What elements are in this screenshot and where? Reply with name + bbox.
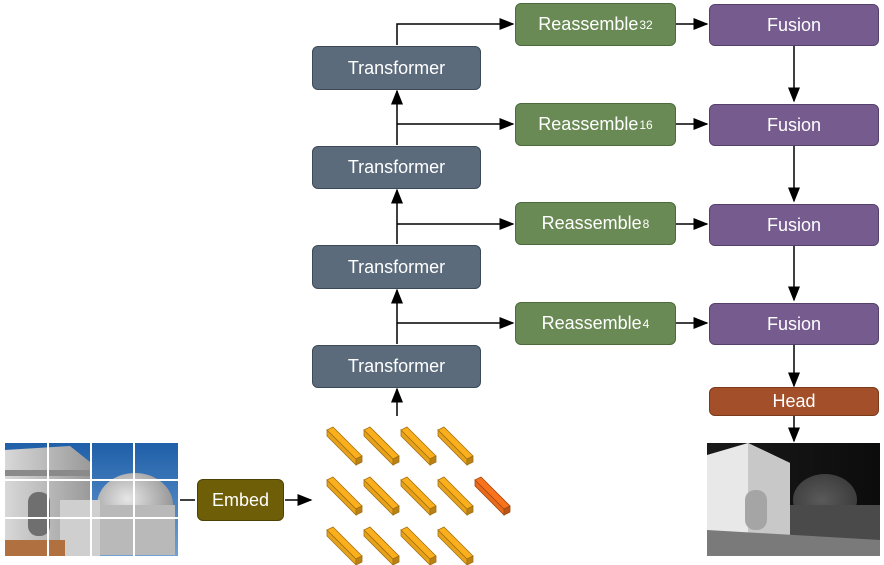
token-patch	[326, 476, 363, 516]
token-patch	[326, 526, 363, 565]
reassemble-subscript: 32	[639, 17, 653, 32]
transformer-block-4: Transformer	[312, 46, 481, 90]
head-label: Head	[772, 391, 816, 411]
fusion-block-2: Fusion	[709, 104, 879, 146]
reassemble-subscript: 8	[642, 216, 650, 231]
reassemble-label: Reassemble	[541, 213, 642, 233]
fusion-label: Fusion	[766, 214, 822, 235]
fusion-label: Fusion	[766, 14, 822, 35]
token-patch	[363, 476, 400, 516]
token-patch	[437, 426, 474, 466]
embed-block: Embed	[197, 479, 284, 521]
depth-output-image	[707, 443, 880, 556]
token-patch	[400, 426, 437, 466]
reassemble-label: Reassemble	[538, 114, 639, 134]
transformer-label: Transformer	[347, 356, 446, 376]
fusion-block-3: Fusion	[709, 204, 879, 246]
input-image	[5, 443, 178, 556]
token-patch	[437, 476, 474, 516]
transformer-label: Transformer	[347, 157, 446, 177]
token-patch	[474, 476, 511, 516]
fusion-block-4: Fusion	[709, 303, 879, 345]
fusion-label: Fusion	[766, 313, 822, 334]
transformer-block-1: Transformer	[312, 345, 481, 388]
reassemble-label: Reassemble	[541, 313, 642, 333]
token-patch	[400, 526, 437, 565]
token-patches	[326, 426, 511, 565]
transformer-block-2: Transformer	[312, 245, 481, 289]
connectors	[180, 18, 800, 506]
reassemble-subscript: 4	[642, 316, 650, 331]
token-patch	[437, 526, 474, 565]
embed-label: Embed	[211, 489, 270, 510]
token-patch	[326, 426, 363, 466]
transformer-label: Transformer	[347, 57, 446, 78]
transformer-label: Transformer	[347, 256, 446, 277]
token-patch	[363, 526, 400, 565]
token-patch	[400, 476, 437, 516]
fusion-label: Fusion	[766, 114, 822, 135]
reassemble-label: Reassemble	[538, 14, 639, 34]
transformer-block-3: Transformer	[312, 146, 481, 189]
token-patch	[363, 426, 400, 466]
fusion-block-1: Fusion	[709, 4, 879, 46]
reassemble-subscript: 16	[639, 117, 653, 132]
head-block: Head	[709, 387, 879, 416]
